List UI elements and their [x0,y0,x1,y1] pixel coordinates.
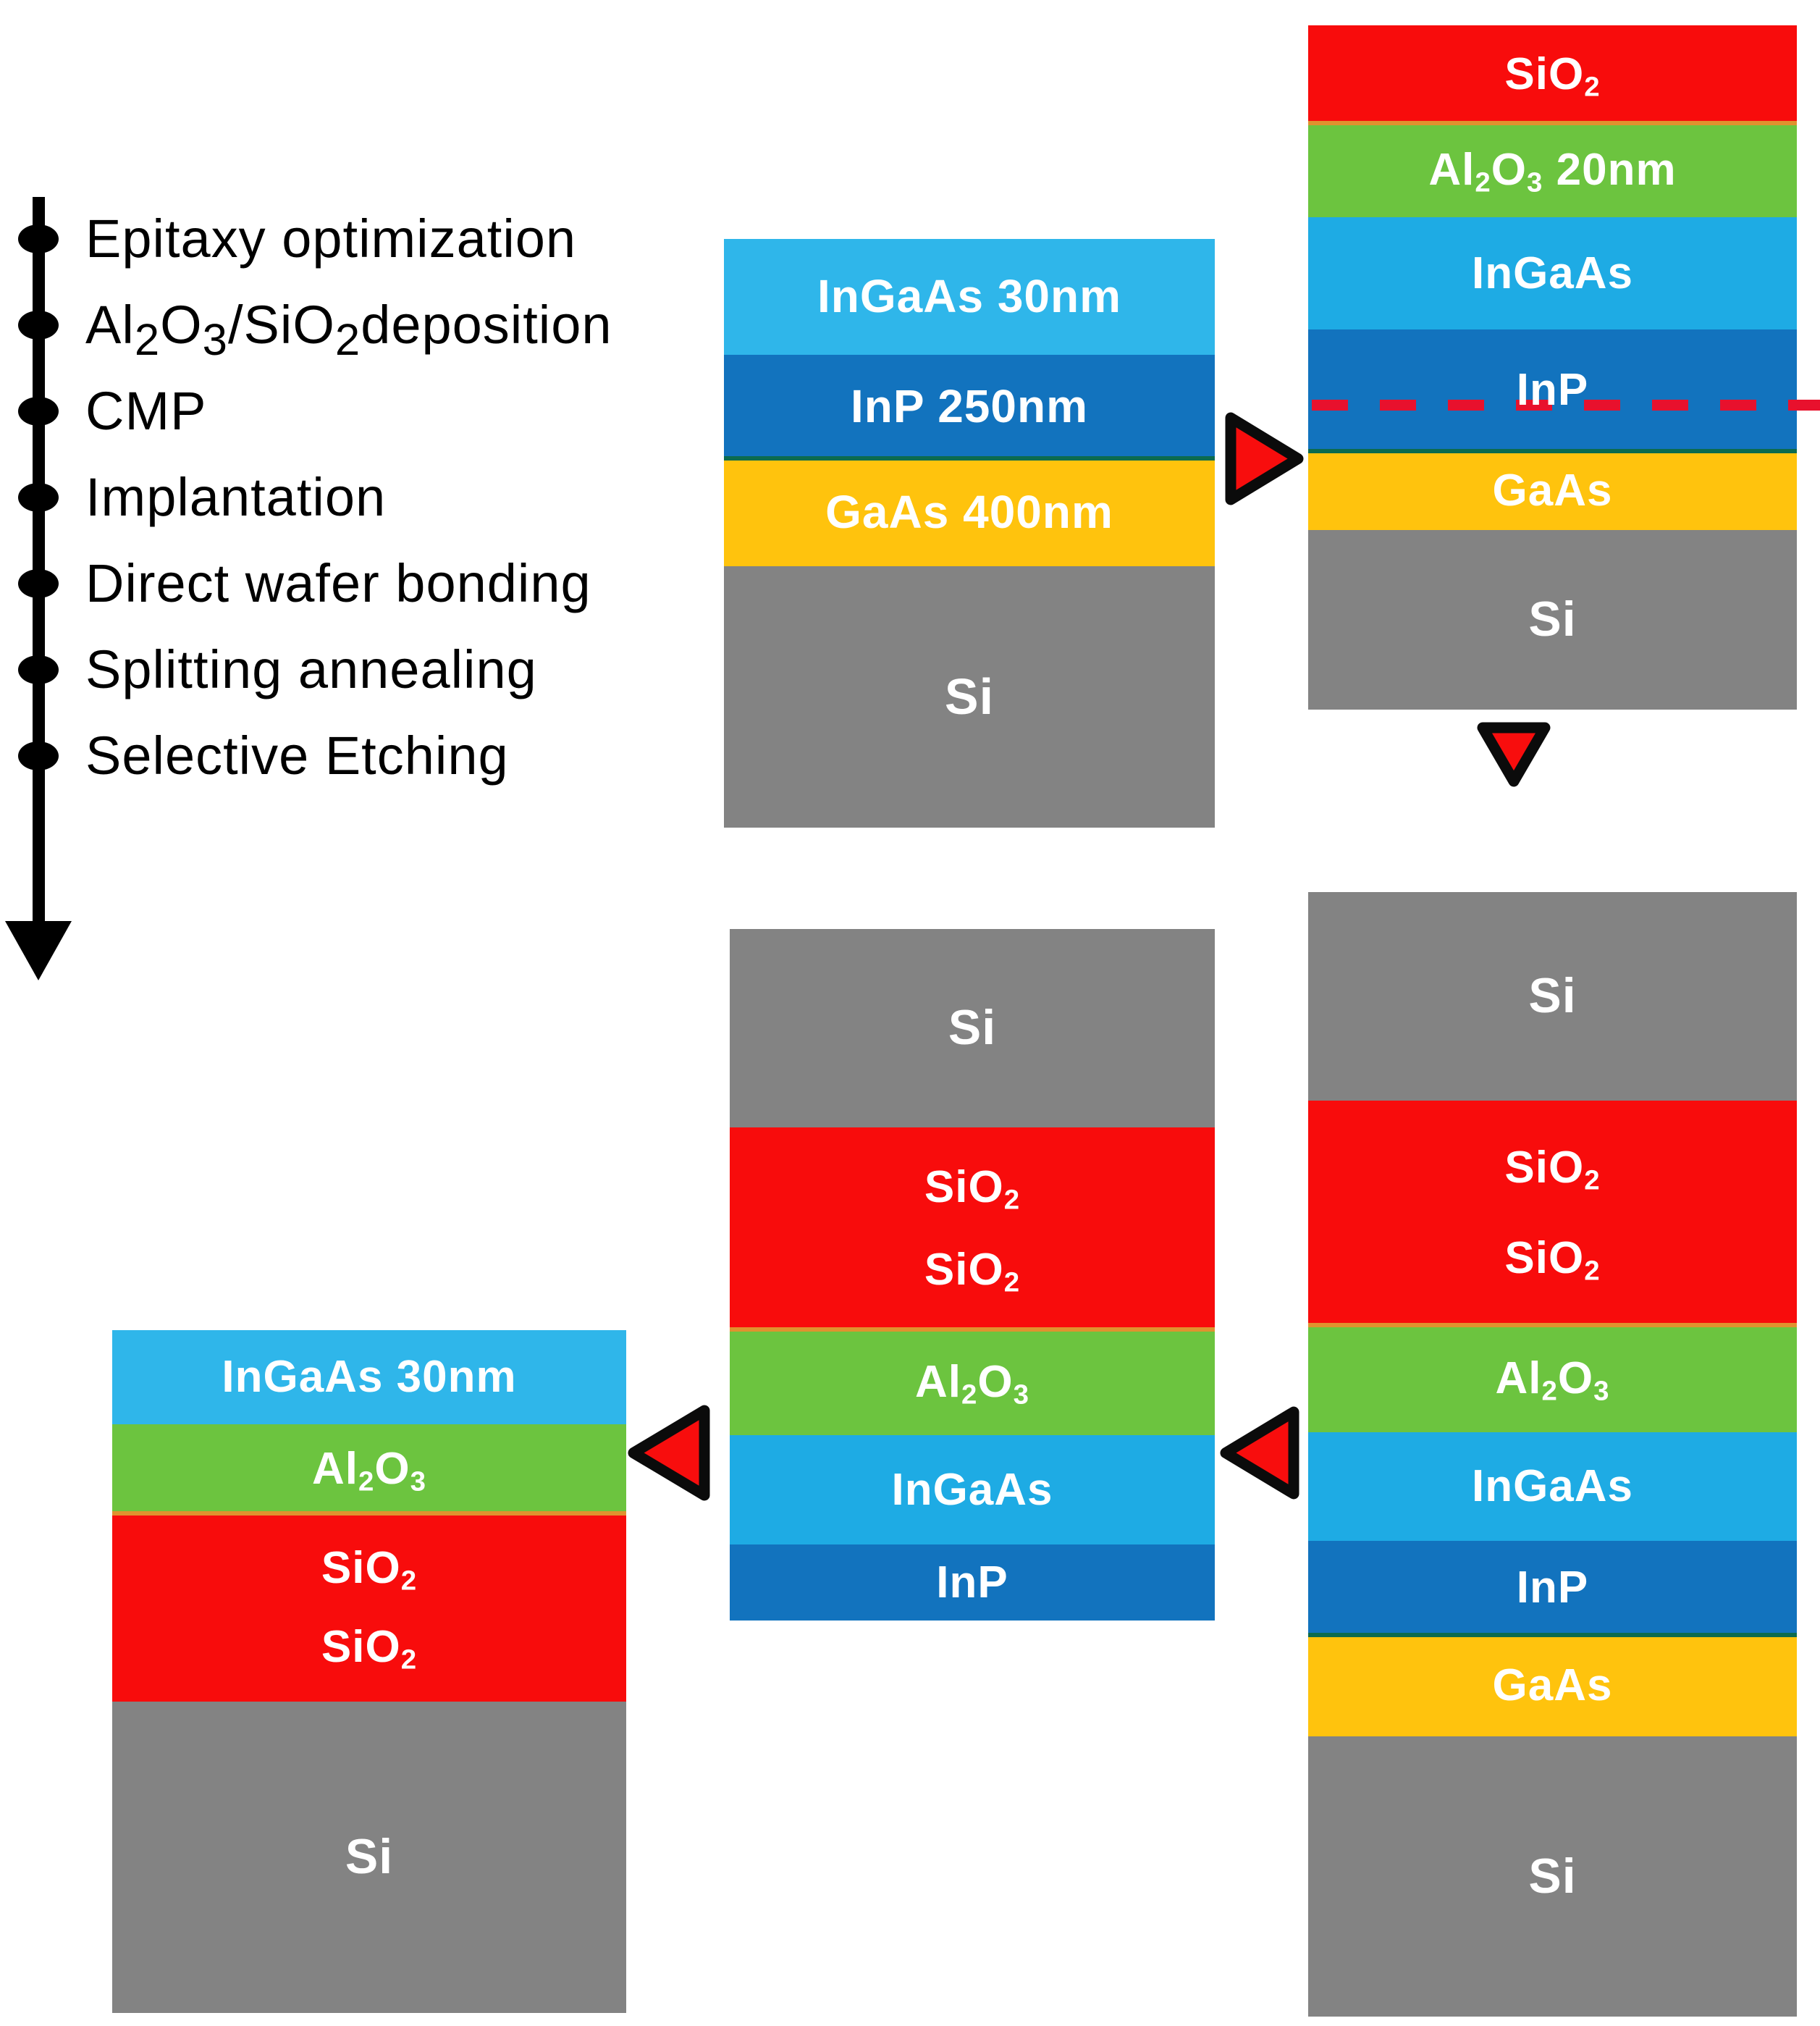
layer-label: InGaAs [1471,248,1634,298]
layer-si-substrate: Si [1308,530,1797,710]
layer-label: GaAs 400nm [825,485,1113,538]
layer-si-handle: Si [730,929,1215,1127]
layer-gaas: GaAs [1308,451,1797,530]
layer-label: Si [1528,592,1577,647]
layer-al2o3: Al2O3 [730,1329,1215,1435]
layer-ingaas-30nm: InGaAs 30nm [724,239,1215,355]
layer-ingaas: InGaAs [730,1435,1215,1544]
layer-label: SiO2 [924,1161,1021,1216]
layer-boundary-line [1308,1633,1797,1637]
layer-label: Al2O3 [915,1357,1029,1411]
flow-bullet-direct-wafer-bonding [18,569,59,598]
process-step-implantation: Implantation [85,467,387,527]
process-step-splitting-annealing: Splitting annealing [85,639,537,699]
flow-bullet-implantation [18,483,59,512]
implant-split-line [1312,400,1820,411]
arrow-step-2-down-icon [1477,722,1551,787]
layer-inp-residual: InP [730,1544,1215,1621]
process-step-epitaxy-optimization: Epitaxy optimization [85,209,577,269]
layer-label: SiO2 [321,1621,418,1676]
layer-label: Si [948,1000,997,1056]
layer-label: InP [1516,365,1589,416]
process-step-direct-wafer-bonding: Direct wafer bonding [85,553,591,613]
layer-label: InGaAs 30nm [817,270,1122,323]
layer-inp: InP [1308,1541,1797,1637]
layer-boundary-line [1308,121,1797,125]
layer-ingaas: InGaAs [1308,1432,1797,1541]
layer-al2o3-20nm: Al2O3 20nm [1308,123,1797,217]
layer-label: SiO2 [1504,1232,1601,1287]
arrow-step-1-right-icon [1225,412,1304,505]
layer-si-handle: Si [1308,892,1797,1101]
layer-label: Si [1528,1848,1577,1904]
layer-label: GaAs [1492,465,1613,516]
layer-inp-with-split-plane: InP [1308,329,1797,453]
layer-gaas-400nm: GaAs 400nm [724,458,1215,566]
layer-label: Si [1528,968,1577,1024]
process-step-cmp: CMP [85,381,207,441]
flow-bullet-al2o3-sio2-deposition [18,311,59,340]
layer-label: InGaAs [891,1464,1053,1515]
flow-bullet-selective-etching [18,741,59,770]
layer-label: SiO2 [924,1245,1021,1298]
layer-boundary-line [730,1327,1215,1332]
layer-label: Si [345,1829,394,1885]
layer-gaas: GaAs [1308,1635,1797,1736]
layer-label: SiO2 [1504,1142,1601,1196]
layer-label: Al2O3 20nm [1428,145,1677,199]
layer-al2o3: Al2O3 [1308,1325,1797,1432]
layer-sio2-cap: SiO2 [1308,25,1797,125]
layer-label: Si [944,668,995,725]
flow-arrowhead-down-icon [5,921,72,980]
layer-si-substrate: Si [1308,1736,1797,2017]
flow-arrow-line [33,197,45,923]
layer-label: GaAs [1492,1660,1613,1711]
flow-bullet-cmp [18,397,59,426]
layer-label: InGaAs 30nm [222,1352,517,1403]
flow-bullet-splitting-annealing [18,655,59,684]
layer-ingaas-30nm: InGaAs 30nm [112,1330,626,1424]
process-step-selective-etching: Selective Etching [85,726,509,786]
layer-si-substrate: Si [724,566,1215,828]
arrow-step-3-left-icon [1220,1406,1299,1500]
layer-boundary-line [112,1511,626,1516]
layer-label: InGaAs [1471,1461,1634,1512]
layer-label: InP 250nm [851,379,1088,432]
process-step-al2o3-sio2-deposition: Al2O3/SiO2deposition [85,295,612,365]
layer-boundary-line [1308,449,1797,453]
layer-label: SiO2 [1504,49,1601,103]
layer-label: Al2O3 [1495,1353,1610,1408]
layer-inp-250nm: InP 250nm [724,355,1215,461]
layer-label: InP [1516,1563,1589,1613]
layer-si-substrate: Si [112,1702,626,2013]
layer-label: InP [936,1557,1008,1607]
layer-al2o3: Al2O3 [112,1424,626,1516]
layer-boundary-line [1308,1323,1797,1327]
arrow-step-4-left-icon [628,1405,710,1501]
layer-label: SiO2 [321,1543,418,1597]
layer-boundary-line [724,456,1215,461]
layer-label: Al2O3 [312,1443,426,1497]
layer-ingaas: InGaAs [1308,217,1797,329]
flow-bullet-epitaxy-optimization [18,224,59,253]
